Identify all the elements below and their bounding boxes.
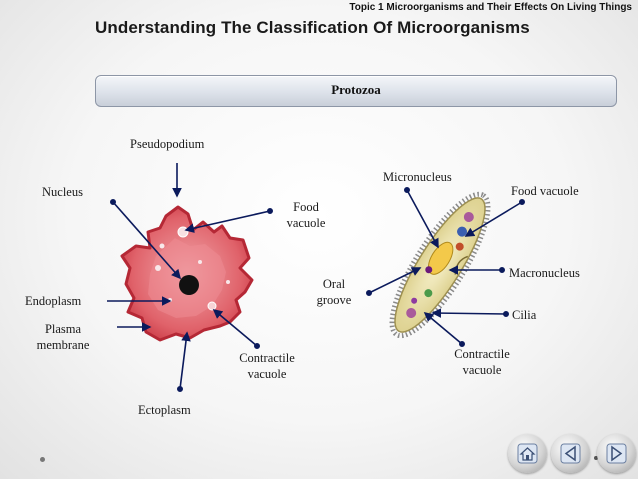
bullet-dot: [40, 457, 45, 462]
label-food-vacuole-paramecium: Food vacuole: [511, 184, 579, 198]
label-oral-groove-line1: Oral: [322, 277, 346, 291]
pointer-contractile-vacuole-p: [423, 311, 463, 345]
pointer-food-vacuole-p: [464, 201, 523, 237]
label-contractile-vacuole-p-line1: Contractile: [454, 347, 510, 361]
amoeba-contractile-vacuole: [207, 301, 217, 311]
home-icon: [517, 443, 538, 464]
paramecium-micronucleus: [425, 266, 433, 274]
topic-header: Topic 1 Microorganisms and Their Effects…: [349, 2, 632, 13]
pointer-food-vacuole: [184, 210, 271, 233]
amoeba-cell: [120, 205, 254, 342]
label-plasma-membrane-line1: Plasma: [44, 322, 82, 336]
paramecium-food-vacuole: [455, 242, 464, 251]
label-food-vacuole: Food vacuole: [276, 199, 336, 231]
pointer-ectoplasm: [179, 331, 191, 390]
label-plasma-membrane: Plasma membrane: [30, 321, 96, 353]
paramecium-food-vacuole: [457, 226, 468, 237]
label-endoplasm: Endoplasm: [25, 294, 82, 308]
pointer-cilia: [431, 308, 507, 318]
label-pseudopodium: Pseudopodium: [130, 137, 205, 151]
paramecium-food-vacuole: [424, 289, 433, 298]
amoeba-nucleus: [179, 275, 199, 295]
label-contractile-vacuole-paramecium: Contractile vacuole: [442, 346, 522, 378]
paramecium-cell: [389, 191, 491, 339]
home-button[interactable]: [508, 434, 547, 473]
pointer-micronucleus: [406, 189, 439, 249]
paramecium-food-vacuole: [411, 297, 418, 304]
label-oral-groove: Oral groove: [306, 276, 362, 308]
pointer-contractile-vacuole: [212, 308, 258, 347]
pointer-oral-groove: [368, 267, 422, 294]
label-contractile-vacuole-p-line2: vacuole: [462, 363, 502, 377]
section-banner-label: Protozoa: [331, 82, 381, 97]
amoeba-granule: [198, 260, 202, 264]
amoeba-granule: [226, 280, 230, 284]
back-button[interactable]: [551, 434, 590, 473]
amoeba-food-vacuole: [177, 226, 189, 238]
label-nucleus: Nucleus: [42, 185, 83, 199]
label-micronucleus: Micronucleus: [383, 170, 452, 184]
label-ectoplasm: Ectoplasm: [138, 403, 191, 417]
label-macronucleus: Macronucleus: [509, 266, 580, 280]
back-icon: [560, 443, 581, 464]
paramecium-cilia: [389, 191, 491, 339]
label-contractile-vacuole-line1: Contractile: [239, 351, 295, 365]
label-plasma-membrane-line2: membrane: [36, 338, 90, 352]
paramecium-contractile-vacuole: [463, 211, 474, 222]
label-cilia: Cilia: [512, 308, 537, 322]
paramecium-macronucleus: [427, 241, 454, 275]
label-food-vacuole-line1: Food: [293, 200, 319, 214]
pointer-nucleus: [112, 201, 182, 280]
slide-title: Understanding The Classification Of Micr…: [95, 18, 530, 37]
bullet-dot: [594, 456, 598, 460]
label-food-vacuole-line2: vacuole: [286, 216, 326, 230]
label-oral-groove-line2: groove: [316, 293, 352, 307]
forward-button[interactable]: [597, 434, 636, 473]
amoeba-granule: [155, 265, 161, 271]
forward-icon: [606, 443, 627, 464]
amoeba-granule: [159, 243, 165, 249]
label-contractile-vacuole: Contractile vacuole: [227, 350, 307, 382]
section-banner: Protozoa: [95, 75, 617, 107]
label-contractile-vacuole-line2: vacuole: [247, 367, 287, 381]
paramecium-contractile-vacuole: [406, 308, 417, 319]
